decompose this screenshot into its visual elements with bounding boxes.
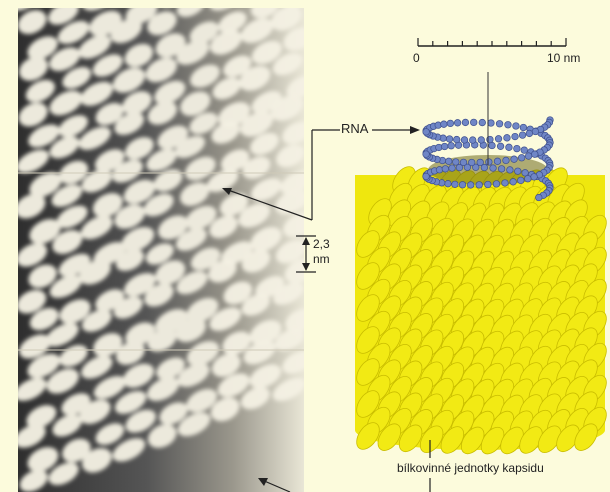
rna-pointer: [222, 126, 420, 220]
scale-bar: [418, 38, 566, 46]
rna-label: RNA: [341, 121, 368, 136]
capsid-subunits-label: bílkovinné jednotky kapsidu: [397, 461, 544, 475]
spacing-unit-label: nm: [313, 253, 330, 266]
micrograph-bottom-arrow: [258, 478, 290, 492]
scale-end-label: 10 nm: [547, 51, 580, 65]
spacing-value-label: 2,3: [313, 238, 330, 251]
scale-start-label: 0: [413, 51, 420, 65]
